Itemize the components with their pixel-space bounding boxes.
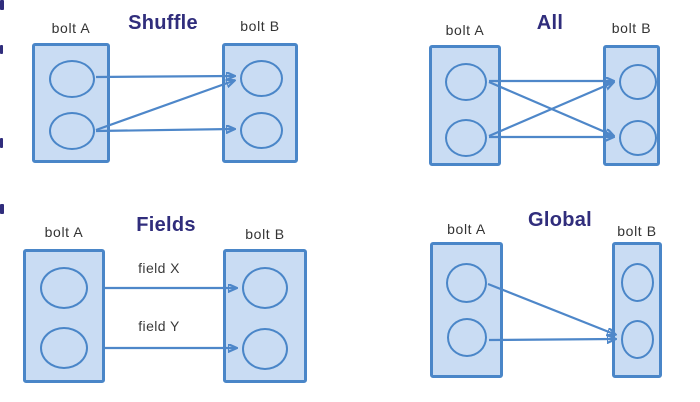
bolt-b-label: bolt B <box>617 223 657 239</box>
panel-title-global: Global <box>527 209 593 231</box>
arrow-all-3 <box>488 83 612 138</box>
field-y-label: field Y <box>138 318 180 334</box>
task-circle <box>621 263 654 302</box>
arrow-shuffle-1 <box>95 76 233 77</box>
left-edge-fragment <box>0 204 4 214</box>
bolt-b-label: bolt B <box>245 226 285 242</box>
left-edge-fragment <box>0 45 3 54</box>
arrow-global-1 <box>487 282 614 334</box>
panel-title-shuffle: Shuffle <box>128 12 198 34</box>
task-circle <box>619 120 657 156</box>
task-circle <box>447 318 487 357</box>
task-circle <box>242 267 288 309</box>
arrow-shuffle-2 <box>95 81 233 132</box>
bolt-b-label: bolt B <box>240 18 280 34</box>
task-circle <box>446 263 487 303</box>
left-edge-fragment <box>0 138 3 148</box>
task-circle <box>240 112 283 149</box>
panel-title-fields: Fields <box>136 214 196 236</box>
task-circle <box>445 119 487 157</box>
bolt-a-label: bolt A <box>44 224 84 240</box>
arrow-shuffle-3 <box>95 129 233 131</box>
task-circle <box>240 60 283 97</box>
bolt-a-label: bolt A <box>447 221 486 237</box>
task-circle <box>619 64 657 100</box>
task-circle <box>242 328 288 370</box>
arrow-global-2 <box>488 339 614 340</box>
arrow-all-2 <box>488 80 612 135</box>
bolt-a-label: bolt A <box>445 22 485 38</box>
task-circle <box>40 327 88 369</box>
task-circle <box>621 320 654 359</box>
task-circle <box>49 112 95 150</box>
panel-title-all: All <box>536 12 564 34</box>
bolt-b-label: bolt B <box>611 20 652 36</box>
field-x-label: field X <box>138 260 180 276</box>
task-circle <box>49 60 95 98</box>
left-edge-fragment <box>0 0 4 10</box>
task-circle <box>445 63 487 101</box>
bolt-a-label: bolt A <box>51 20 91 36</box>
task-circle <box>40 267 88 309</box>
